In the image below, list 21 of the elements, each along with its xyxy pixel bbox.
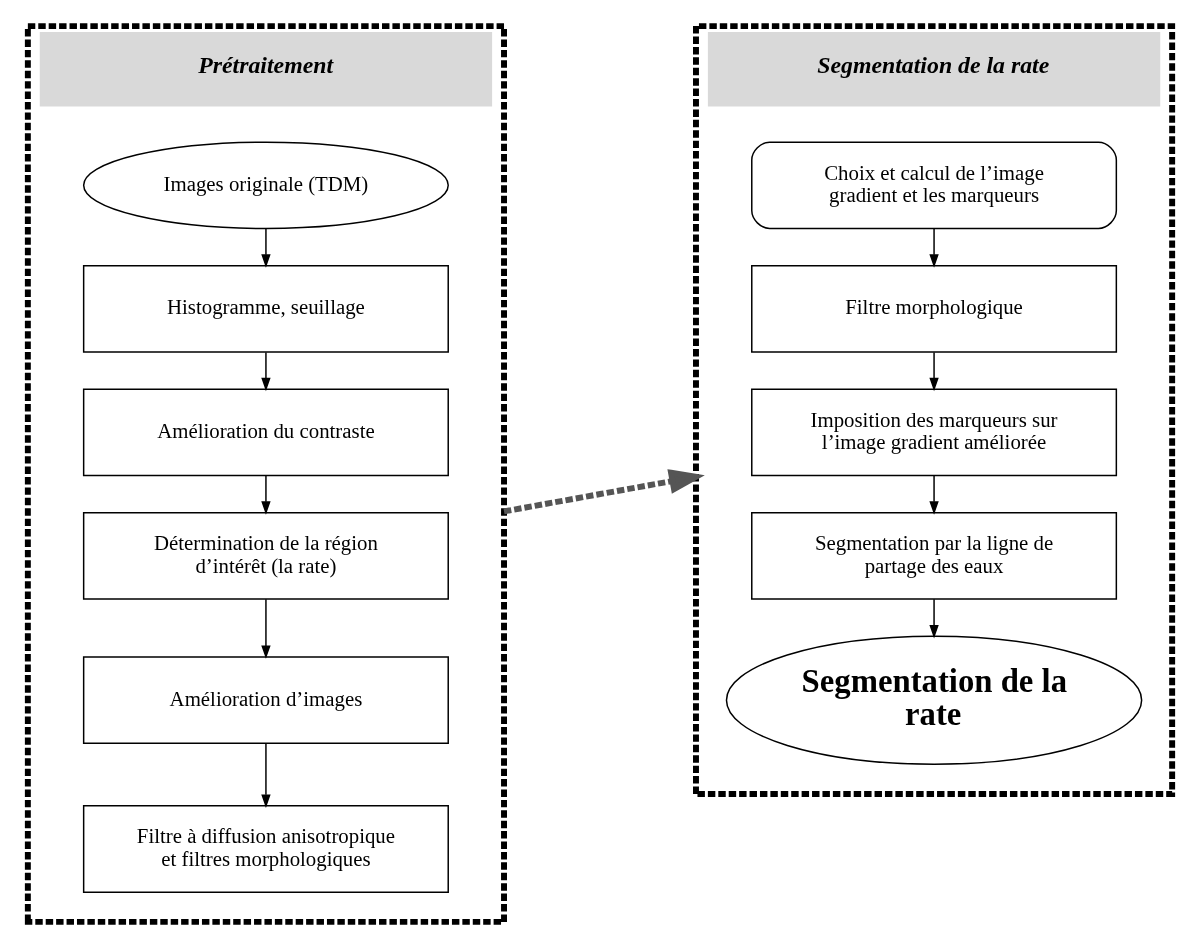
arrow <box>929 598 939 639</box>
node-box: Choix et calcul de l’image gradient et les marqueurs <box>751 141 1118 230</box>
arrow <box>929 351 939 392</box>
node-box: Segmentation par la ligne de partage des eaux <box>751 511 1118 600</box>
node-ellipse: Images originale (TDM) <box>82 141 449 230</box>
node-box: Filtre à diffusion anisotropique et filtres morphologiques <box>82 805 449 893</box>
node-ellipse: Segmentation de la rate <box>725 635 1143 765</box>
node-box: Filtre morphologique <box>751 264 1118 353</box>
arrow <box>261 742 271 808</box>
arrow <box>503 469 705 515</box>
node-box: Détermination de la région d’intérêt (la rate) <box>82 511 449 600</box>
node-box: Histogramme, seuillage <box>82 264 449 353</box>
node-box: Imposition des marqueurs sur l’image gradient améliorée <box>751 388 1118 477</box>
node-box: Amélioration d’images <box>82 656 449 745</box>
arrow <box>261 351 271 392</box>
arrow <box>261 475 271 515</box>
arrow <box>929 228 939 268</box>
arrow <box>261 228 271 268</box>
node-box: Amélioration du contraste <box>82 388 449 477</box>
arrow <box>929 475 939 515</box>
arrow <box>261 598 271 659</box>
